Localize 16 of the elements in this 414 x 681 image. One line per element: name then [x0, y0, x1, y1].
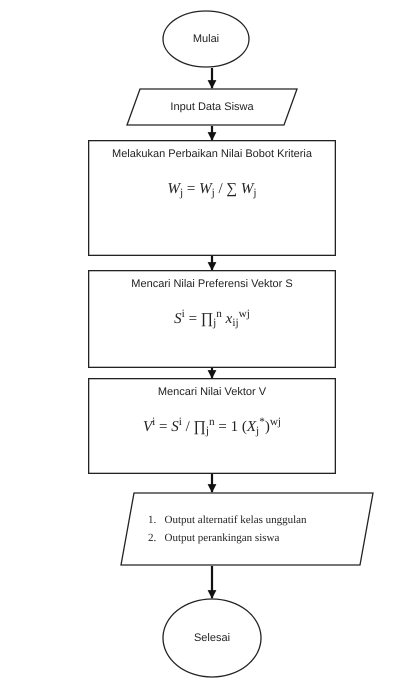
arrow	[208, 368, 216, 379]
arrow	[208, 256, 216, 271]
arrow	[208, 474, 216, 493]
output-item: 1. Output alternatif kelas unggulan	[148, 512, 308, 528]
node-label: Selesai	[194, 630, 230, 646]
arrow	[208, 126, 216, 141]
formula: V$^{i}$ = S$^{i}$ / ∏$_{j}$$^{n}$ = 1 (X$_{j}$$^{*}$)$^{wj}$	[142, 416, 282, 438]
arrow	[208, 68, 216, 89]
node-label: Input Data Siswa	[170, 100, 254, 115]
node-label: Mulai	[192, 32, 220, 47]
step-title: Mencari Nilai Preferensi Vektor S	[131, 278, 293, 292]
formula: W$_{j}$ = W$_{j}$ / ∑ W$_{j}$	[167, 180, 256, 200]
step-title: Mencari Nilai Vektor V	[158, 386, 266, 400]
arrow	[208, 566, 216, 599]
output-item: 2. Output perankingan siswa	[148, 531, 280, 546]
step-title: Melakukan Perbaikan Nilai Bobot Kriteria	[112, 148, 312, 162]
